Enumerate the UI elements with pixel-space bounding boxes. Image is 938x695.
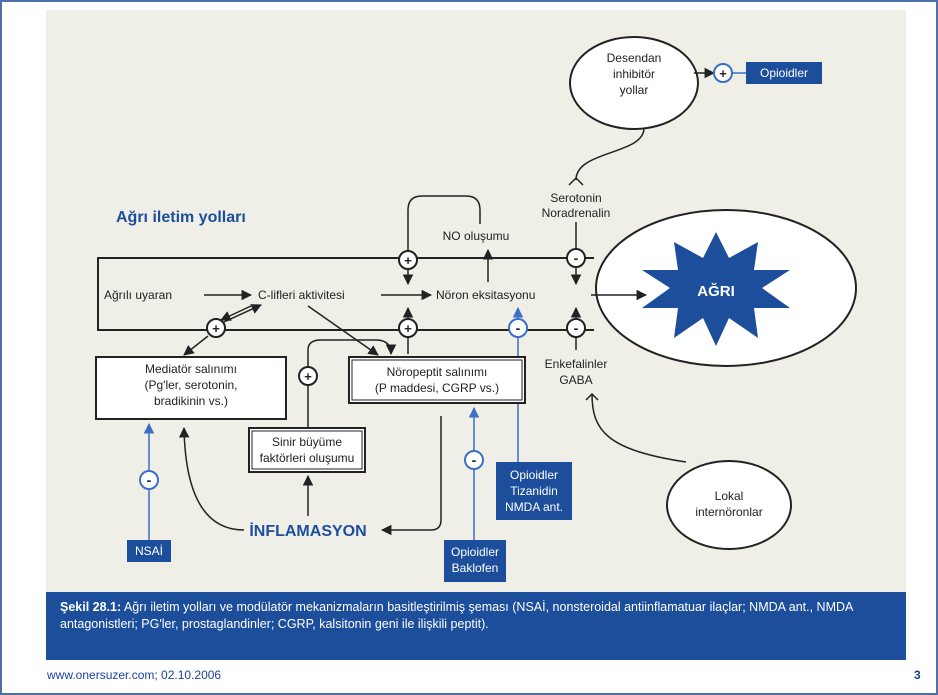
diagram-title: Ağrı iletim yolları <box>116 209 246 226</box>
neuropeptide-label-1: Nöropeptit salınımı <box>387 365 488 379</box>
mediator-label-3: bradikinin vs.) <box>154 394 228 408</box>
plus-sign-nerve-growth-label: + <box>304 369 312 384</box>
neuron-excitation-label: Nöron eksitasyonu <box>436 288 535 302</box>
descending-label-2: inhibitör <box>613 67 655 81</box>
minus-sign-serotonin <box>566 248 586 268</box>
neuropeptide-label-2: (P maddesi, CGRP vs.) <box>375 381 499 395</box>
pain-pathway-diagram: Ağrı iletim yolları Desendan inhibitör y… <box>95 36 857 582</box>
descending-label-3: yollar <box>620 83 649 97</box>
inflammation-label: İNFLAMASYON <box>249 522 366 540</box>
neuropeptide-box <box>348 356 526 404</box>
plus-sign-neuropeptide <box>398 318 418 338</box>
minus-sign-nmda-label: - <box>516 320 521 336</box>
local-interneurons-ellipse <box>666 460 792 550</box>
nerve-growth-label-1: Sinir büyüme <box>272 435 342 449</box>
figure: Ağrı iletim yolları Desendan inhibitör y… <box>46 10 906 660</box>
plus-sign-mediator-label: + <box>212 321 220 336</box>
mid-drug-label-2: Tizanidin <box>510 484 558 498</box>
plus-sign-no-label: + <box>404 253 412 268</box>
noradrenalin-label: Noradrenalin <box>542 206 611 220</box>
opioids-top-box <box>746 62 822 84</box>
figure-caption: Şekil 28.1: Ağrı iletim yolları ve modül… <box>46 592 906 660</box>
minus-sign-enkephalin-label: - <box>574 320 579 336</box>
plus-sign-nerve-growth <box>298 366 318 386</box>
descending-to-serotonin-line <box>575 127 645 181</box>
pathway-frame <box>97 257 594 331</box>
nerve-growth-label-2: faktörleri oluşumu <box>260 451 355 465</box>
nmda-drugs-box <box>496 462 572 520</box>
footer-url: www.onersuzer.com; 02.10.2006 <box>47 668 222 682</box>
bottom-drug-label-1: Opioidler <box>451 545 499 559</box>
plus-sign-mediator <box>206 318 226 338</box>
no-loop-line <box>407 195 481 258</box>
painful-stimulus-label: Ağrılı uyaran <box>104 288 172 302</box>
baclofen-box <box>444 540 506 582</box>
caption-label: Şekil 28.1: <box>60 600 122 614</box>
plus-sign-opioid-label: + <box>719 66 727 81</box>
nerve-growth-box <box>248 427 366 473</box>
bottom-drug-label-2: Baklofen <box>452 561 499 575</box>
page-number: 3 <box>914 668 921 682</box>
minus-sign-enkephalin <box>566 318 586 338</box>
enkephalins-label: Enkefalinler <box>545 357 608 371</box>
mediator-label-1: Mediatör salınımı <box>145 362 237 376</box>
mid-drug-label-1: Opioidler <box>510 468 558 482</box>
local-label-2: internöronlar <box>695 505 762 519</box>
mediator-box <box>95 356 287 420</box>
minus-sign-nsai <box>139 470 159 490</box>
c-fibers-label: C-lifleri aktivitesi <box>258 288 345 302</box>
plus-sign-neuropeptide-label: + <box>404 321 412 336</box>
minus-sign-baclofen <box>464 450 484 470</box>
nsai-box <box>127 540 171 562</box>
serotonin-label: Serotonin <box>550 191 601 205</box>
mediator-label-2: (Pg'ler, serotonin, <box>144 378 237 392</box>
pain-star <box>642 232 790 346</box>
caption-text: Ağrı iletim yolları ve modülatör mekaniz… <box>60 600 853 631</box>
gaba-label: GABA <box>559 373 592 387</box>
minus-sign-baclofen-label: - <box>472 452 477 468</box>
nsai-label: NSAİ <box>135 544 163 558</box>
no-formation-label: NO oluşumu <box>443 229 510 243</box>
opioids-top-label: Opioidler <box>760 66 808 80</box>
minus-sign-serotonin-label: - <box>574 250 579 266</box>
plus-sign-no <box>398 250 418 270</box>
pain-label: AĞRI <box>697 282 735 300</box>
local-label-1: Lokal <box>715 489 744 503</box>
minus-sign-nsai-label: - <box>147 472 152 488</box>
mid-drug-label-3: NMDA ant. <box>505 500 563 514</box>
descending-pathway-ellipse <box>569 36 699 130</box>
descending-label-1: Desendan <box>607 51 662 65</box>
